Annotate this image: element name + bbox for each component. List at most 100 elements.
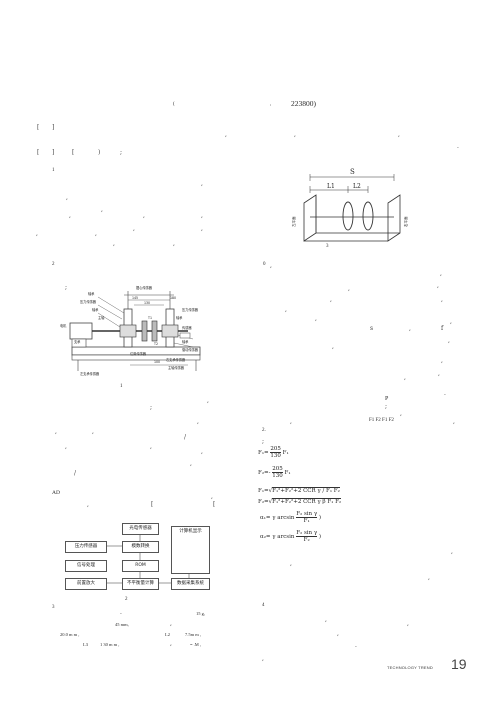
fig1-label: 145 xyxy=(132,296,138,300)
eq-a2-tail: ) xyxy=(318,534,322,540)
eq-fr-num: 205 xyxy=(272,466,283,473)
abstract-mark: [ xyxy=(37,124,40,131)
text-mark: , xyxy=(201,448,203,455)
text-mark: , xyxy=(69,212,71,219)
text-mark: , xyxy=(438,370,440,377)
ad-label: AD xyxy=(52,490,60,496)
eq-a1-lhs: α₁= γ arcsin xyxy=(260,515,295,521)
fig1-label: 电机 xyxy=(60,323,67,328)
param-l2-val: 7.5m m , xyxy=(185,632,202,637)
text-mark: , xyxy=(201,212,203,219)
figure-2-diagram: 光电传感器 压力传感器 模数转换 计算机显示 信号处理 ROM 前置放大 不平衡… xyxy=(65,522,215,592)
fig1-label: 轴承 xyxy=(182,339,189,344)
text-mark: . xyxy=(355,642,357,649)
equation-f2: F₂=√F₁²+F₂²+2 CCR γ β F₁ F₂ xyxy=(258,498,342,505)
text-mark: , xyxy=(330,296,332,303)
fig1-label: 左支承传感器 xyxy=(80,371,100,376)
figure-3-caption: 3 xyxy=(326,244,329,249)
eq-fl-rhs: F₁ xyxy=(282,450,289,456)
fig1-label: 右支承传感器 xyxy=(166,357,186,362)
eq-fr-rhs: F₁ xyxy=(284,470,291,476)
fig3-l1-label: L1 xyxy=(327,183,335,190)
text-mark: , xyxy=(428,574,430,581)
text-mark: , xyxy=(143,212,145,219)
text-mark: , xyxy=(262,655,264,662)
fig1-label: 180 xyxy=(170,296,176,300)
param-l3-val: 1 30 m m , xyxy=(100,642,120,647)
fig1-label: 驱动传感器 xyxy=(182,347,199,352)
section-4-heading: 4 xyxy=(262,603,265,608)
fig3-s-label: S xyxy=(350,168,355,176)
param-l1: 20.0 m m , xyxy=(60,632,80,637)
fig1-label: 轴承 xyxy=(92,307,99,312)
text-mark: , xyxy=(113,240,115,247)
text-mark: , xyxy=(337,630,339,637)
fig2-box-ad: 模数转换 xyxy=(122,541,159,553)
eq-fr-lhs: F₂=- xyxy=(258,470,271,476)
postcode: 223800) xyxy=(291,99,316,108)
page-number: 19 xyxy=(451,656,467,672)
param-l3-label: L3 xyxy=(83,642,88,647)
fig2-connectors xyxy=(106,534,190,584)
section-2-heading: 2 xyxy=(52,262,55,267)
fig3-right-plane-label: 右平面 xyxy=(403,216,408,227)
abstract-mark: , xyxy=(398,131,400,138)
force-symbols: F1 F2 F1 F2 xyxy=(369,418,394,423)
fig1-label: 压力传感器 xyxy=(182,307,199,312)
text-mark: . xyxy=(120,609,122,616)
text-mark: , xyxy=(66,194,68,201)
text-mark: , xyxy=(87,501,89,508)
text-mark: , xyxy=(201,180,203,187)
fig2-box-computer-display: 计算机显示 xyxy=(171,526,210,574)
text-mark: , xyxy=(332,343,334,350)
fig1-label: 支承 xyxy=(74,339,81,344)
text-mark: [ xyxy=(151,501,154,508)
fig1-label: 压力传感器 xyxy=(80,299,97,304)
text-mark: , xyxy=(201,225,203,232)
text-mark: / xyxy=(184,434,187,441)
abstract-mark: ] xyxy=(52,124,55,131)
text-mark: , xyxy=(290,560,292,567)
p-label: P xyxy=(385,396,389,402)
text-mark: , xyxy=(36,230,38,237)
param-m: = .M , xyxy=(190,642,202,647)
abstract-mark: ; xyxy=(120,149,123,156)
eq-fl-num: 205 xyxy=(270,446,281,453)
fig1-label: 主轴 xyxy=(98,315,104,320)
text-mark: , xyxy=(440,270,442,277)
text-mark: , xyxy=(95,230,97,237)
fig2-box-rom: ROM xyxy=(122,560,159,572)
text-mark: , xyxy=(197,418,199,425)
text-mark: , xyxy=(285,306,287,313)
text-mark: , xyxy=(170,620,172,627)
fig2-box-signal-processing: 信号处理 xyxy=(65,560,107,572)
eq-f1-lhs: F₁= xyxy=(258,488,269,494)
text-mark: , xyxy=(409,325,411,332)
text-mark: , xyxy=(290,418,292,425)
text-mark: , xyxy=(270,262,272,269)
fig1-label: T1 xyxy=(147,316,152,320)
text-mark: ; xyxy=(385,403,388,410)
text-mark: , xyxy=(400,410,402,417)
eq-a2-num: F₂ sin γ xyxy=(296,530,318,537)
text-mark: , xyxy=(325,616,327,623)
fig1-label: 100 xyxy=(154,360,160,364)
text-mark: . xyxy=(444,390,446,397)
figure-3-diagram: S L1 L2 左平面 右平面 xyxy=(291,168,408,242)
fig1-label: 摆心传感器 xyxy=(136,285,153,290)
figure-1-diagram: 摆心传感器 轴承 压力传感器 压力传感器 轴承 电机 轴承 主轴 支承 145 … xyxy=(60,285,201,376)
fig2-box-data-acquisition: 数据采集系统 xyxy=(171,578,210,590)
text-mark: , xyxy=(150,443,152,450)
text-mark: , xyxy=(450,318,452,325)
text-mark: ; xyxy=(65,284,68,291)
eq-f1-body: F₁²+F₂²+2 CCR γ / F₁ F₂ xyxy=(272,487,340,494)
section-1-heading: 1 xyxy=(52,168,55,173)
abstract-mark: ] xyxy=(52,149,55,156)
fig2-box-unbalance-calc: 不平衡量计算 xyxy=(122,578,159,590)
fig3-l2-label: L2 xyxy=(353,183,361,190)
